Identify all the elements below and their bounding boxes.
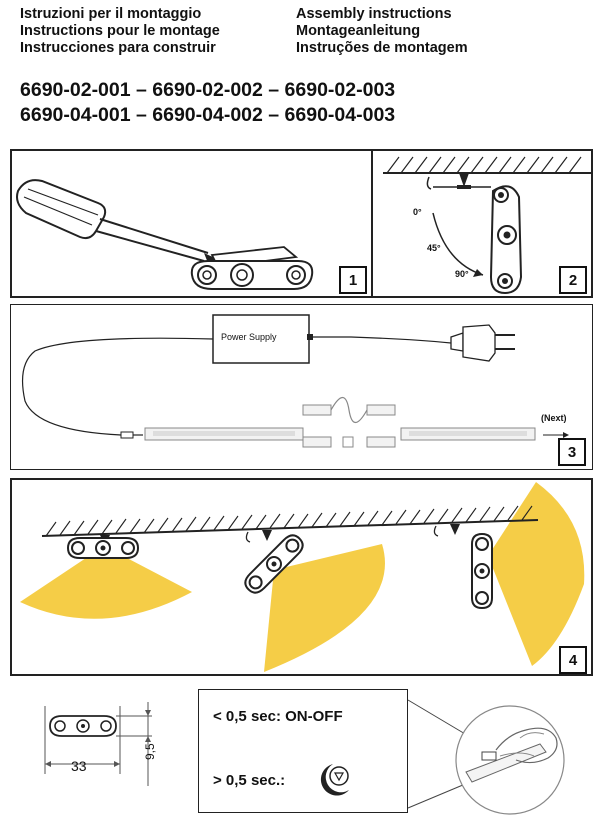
short-press-label: < 0,5 sec: ON-OFF [213,708,343,725]
model-codes-line-1: 6690-02-001 – 6690-02-002 – 6690-02-003 [20,79,396,101]
model-codes: 6690-02-001 – 6690-02-002 – 6690-02-003 … [20,78,395,128]
step-2-panel: 0° 45° 90° 2 [371,149,593,298]
step-1-panel: 1 [10,149,373,298]
next-label: (Next) [541,413,567,423]
step-3-number: 3 [558,438,586,466]
angle-0-label: 0° [413,207,422,217]
step-3-panel: Power Supply (Next) 3 [10,304,593,470]
header-right-line-1: Assembly instructions [296,6,452,22]
header-left: Istruzioni per il montaggio Instructions… [20,6,220,57]
angle-90-label: 90° [455,269,469,279]
screwdriver-illustration [16,179,314,290]
step-1-number: 1 [339,266,367,294]
header-left-line-1: Istruzioni per il montaggio [20,6,202,22]
width-dimension: 33 [71,758,87,774]
light-beam-3 [488,482,585,666]
light-beam-1 [20,546,192,619]
step-4-number: 4 [559,646,587,674]
mounting-angles-illustration [20,482,585,672]
long-press-label: > 0,5 sec.: [213,772,286,789]
height-dimension: 9,5 [143,743,157,760]
dimmer-icon [320,764,349,796]
model-codes-line-2: 6690-04-001 – 6690-04-002 – 6690-04-003 [20,104,396,126]
step-2-number: 2 [559,266,587,294]
angle-45-label: 45° [427,243,441,253]
switch-info-box: < 0,5 sec: ON-OFF > 0,5 sec.: [198,689,408,813]
header-right: Assembly instructions Montageanleitung I… [296,6,468,57]
step-4-panel: 4 [10,478,593,676]
header-right-line-3: Instruções de montagem [296,40,468,56]
header-right-line-2: Montageanleitung [296,23,421,39]
light-beam-2 [264,544,385,672]
header-left-line-2: Instructions pour le montage [20,23,220,39]
power-supply-label: Power Supply [221,332,277,342]
rotation-illustration [383,156,591,295]
wiring-illustration [22,314,569,448]
header-left-line-3: Instrucciones para construir [20,40,216,56]
